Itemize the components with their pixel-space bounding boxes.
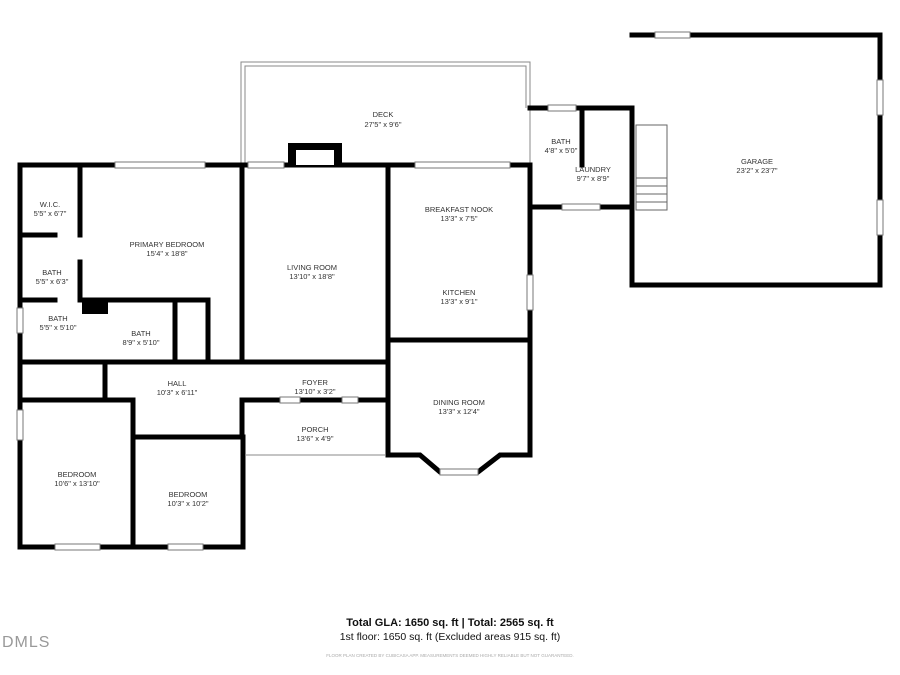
dining-room-name: DINING ROOM [433,398,485,407]
wic-name: W.I.C. [40,200,60,209]
dmls-logo: DMLS [2,634,51,651]
laundry-size: 9'7" x 8'9" [577,174,610,183]
garage-size: 23'2" x 23'7" [736,166,777,175]
room-labels: DECK 27'5" x 9'6" W.I.C. 5'5" x 6'7" PRI… [34,110,778,508]
primary-bedroom-size: 15'4" x 18'8" [146,249,187,258]
hall-name: HALL [168,379,187,388]
dining-room-size: 13'3" x 12'4" [438,407,479,416]
kitchen-name: KITCHEN [443,288,476,297]
porch-name: PORCH [301,425,328,434]
bath2-size: 5'5" x 5'10" [40,323,77,332]
deck-size: 27'5" x 9'6" [365,120,402,129]
bedroom1-name: BEDROOM [58,470,97,479]
bath4-name: BATH [551,137,570,146]
living-room-size: 13'10" x 18'8" [289,272,335,281]
total-area: Total GLA: 1650 sq. ft | Total: 2565 sq.… [346,617,554,629]
porch-size: 13'6" x 4'9" [297,434,334,443]
kitchen-size: 13'3" x 9'1" [441,297,478,306]
living-room-name: LIVING ROOM [287,263,337,272]
bath1-size: 5'5" x 6'3" [36,277,69,286]
primary-bedroom-name: PRIMARY BEDROOM [130,240,205,249]
deck-outline [240,61,531,165]
windows [16,31,884,551]
foyer-name: FOYER [302,378,328,387]
bath3-size: 8'9" x 5'10" [123,338,160,347]
bedroom1-size: 10'6" x 13'10" [54,479,100,488]
wic-size: 5'5" x 6'7" [34,209,67,218]
floor-area: 1st floor: 1650 sq. ft (Excluded areas 9… [339,631,561,643]
deck-name: DECK [373,110,394,119]
stairs [635,124,668,211]
bedroom2-name: BEDROOM [169,490,208,499]
bath1-name: BATH [42,268,61,277]
bath4-size: 4'8" x 5'0" [545,146,578,155]
foyer-size: 13'10" x 3'2" [294,387,335,396]
bath2-name: BATH [48,314,67,323]
hall-size: 10'3" x 6'11" [157,388,198,397]
breakfast-nook-size: 13'3" x 7'5" [441,214,478,223]
bath3-name: BATH [131,329,150,338]
breakfast-nook-name: BREAKFAST NOOK [425,205,493,214]
credit-note: FLOOR PLAN CREATED BY CUBICASA APP. MEAS… [326,653,574,658]
bedroom2-size: 10'3" x 10'2" [167,499,208,508]
laundry-name: LAUNDRY [575,165,611,174]
garage-name: GARAGE [741,157,773,166]
chimney-block [82,300,108,314]
